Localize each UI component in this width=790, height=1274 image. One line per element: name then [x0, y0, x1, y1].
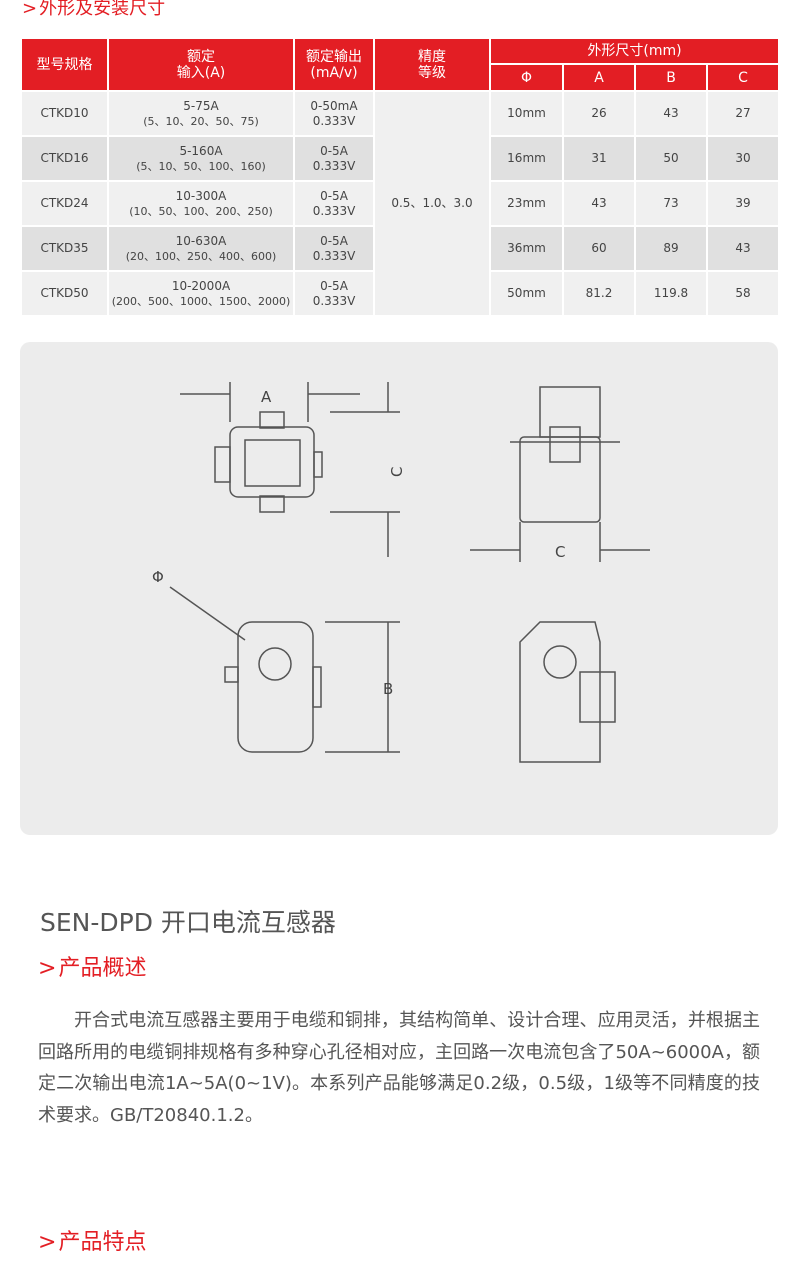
label-a: A [261, 388, 272, 406]
cell-a: 26 [562, 90, 636, 137]
cell-model: CTKD35 [20, 225, 109, 272]
cell-phi: 16mm [489, 135, 564, 182]
header-output: 额定输出(mA/v) [293, 37, 375, 92]
cell-phi: 10mm [489, 90, 564, 137]
spec-table: 型号规格 额定输入(A) 额定输出(mA/v) 精度等级 外形尺寸(mm) Φ … [20, 37, 781, 317]
label-phi: Φ [152, 568, 164, 586]
chevron-icon: > [38, 956, 57, 981]
cell-c: 39 [705, 180, 781, 227]
cell-b: 43 [634, 90, 708, 137]
cell-b: 119.8 [634, 270, 708, 317]
dimension-drawings: A C C Φ B [152, 382, 650, 763]
cell-c: 58 [705, 270, 781, 317]
cell-input: 10-630A(20、100、250、400、600) [107, 225, 295, 272]
top-view-drawing [180, 382, 400, 557]
cell-c: 43 [705, 225, 781, 272]
cell-b: 73 [634, 180, 708, 227]
3d-view-drawing [519, 621, 616, 763]
cell-model: CTKD50 [20, 270, 109, 317]
cell-b: 89 [634, 225, 708, 272]
cell-a: 60 [562, 225, 636, 272]
product-title: SEN-DPD 开口电流互感器 [40, 908, 336, 937]
cell-grade: 0.5、1.0、3.0 [373, 90, 491, 317]
header-c: C [705, 63, 781, 92]
header-grade: 精度等级 [373, 37, 491, 92]
overview-paragraph: 开合式电流互感器主要用于电缆和铜排，其结构简单、设计合理、应用灵活，并根据主回路… [38, 1010, 760, 1126]
cell-input: 10-2000A(200、500、1000、1500、2000) [107, 270, 295, 317]
dimension-diagram-panel: A C C Φ B [20, 342, 778, 835]
front-view-drawing [169, 586, 400, 753]
label-b: B [383, 680, 393, 698]
header-b: B [634, 63, 708, 92]
header-phi: Φ [489, 63, 564, 92]
side-view-drawing [470, 386, 650, 562]
cell-c: 27 [705, 90, 781, 137]
cell-phi: 50mm [489, 270, 564, 317]
header-model: 型号规格 [20, 37, 109, 92]
cell-a: 81.2 [562, 270, 636, 317]
cell-input: 10-300A(10、50、100、200、250) [107, 180, 295, 227]
chevron-icon: > [38, 1230, 57, 1255]
cell-a: 43 [562, 180, 636, 227]
chevron-icon: > [22, 0, 38, 19]
header-input: 额定输入(A) [107, 37, 295, 92]
cell-phi: 23mm [489, 180, 564, 227]
cell-input: 5-160A(5、10、50、100、160) [107, 135, 295, 182]
label-c-vertical: C [388, 467, 406, 477]
section-heading-dimensions: >外形及安装尺寸 [22, 0, 165, 20]
cell-c: 30 [705, 135, 781, 182]
cell-phi: 36mm [489, 225, 564, 272]
cell-a: 31 [562, 135, 636, 182]
section-heading-features: >产品特点 [38, 1230, 147, 1255]
cell-model: CTKD10 [20, 90, 109, 137]
cell-input: 5-75A(5、10、20、50、75) [107, 90, 295, 137]
header-a: A [562, 63, 636, 92]
label-c: C [555, 543, 565, 561]
cell-model: CTKD24 [20, 180, 109, 227]
heading-text: 外形及安装尺寸 [39, 0, 166, 19]
header-size: 外形尺寸(mm) [488, 37, 781, 65]
cell-b: 50 [634, 135, 708, 182]
cell-model: CTKD16 [20, 135, 109, 182]
section-heading-overview: >产品概述 [38, 956, 147, 981]
